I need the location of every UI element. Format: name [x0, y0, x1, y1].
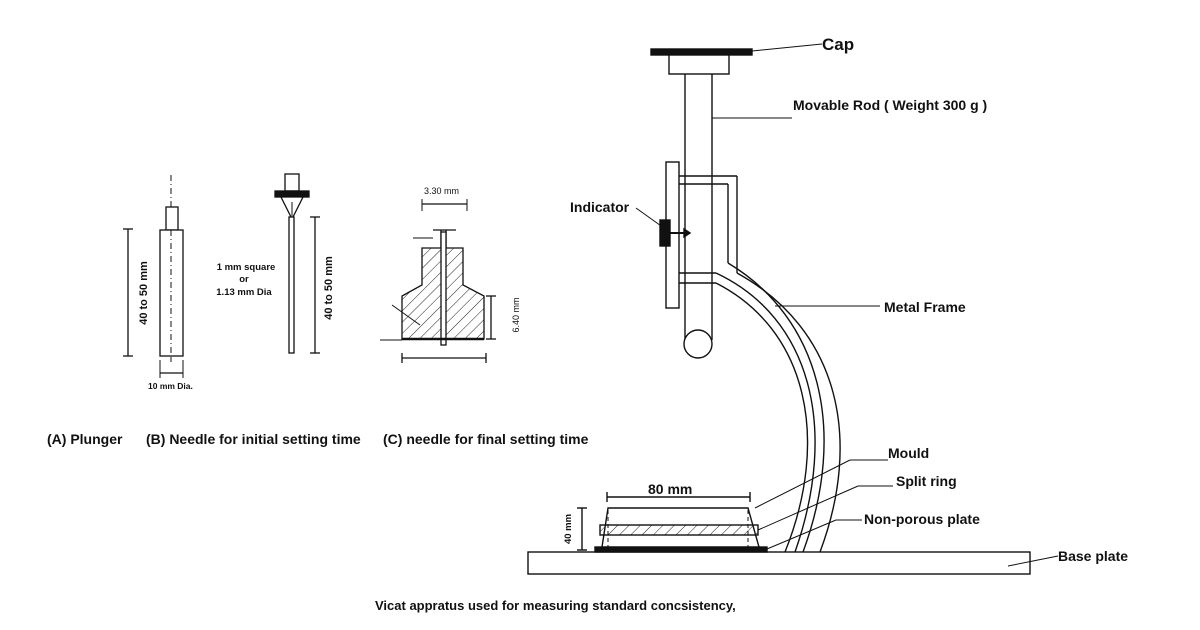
label-mould: Mould [888, 445, 929, 461]
label-metal-frame: Metal Frame [884, 299, 966, 315]
label-mould-height: 40 mm [563, 514, 574, 544]
label-movable-rod: Movable Rod ( Weight 300 g ) [793, 97, 987, 113]
label-mould-width: 80 mm [648, 481, 692, 497]
needle-final-drawing [380, 199, 496, 363]
needle-final-width-label: 3.30 mm [424, 186, 459, 196]
label-indicator: Indicator [570, 199, 630, 215]
needle-initial-size-line2: or [239, 274, 249, 285]
needle-initial-drawing [274, 173, 320, 354]
caption-needle-initial: (B) Needle for initial setting time [146, 431, 361, 447]
plunger-height-label: 40 to 50 mm [138, 261, 150, 325]
needle-final-height-label: 6.40 mm [511, 297, 521, 332]
figure-caption: Vicat appratus used for measuring standa… [375, 598, 736, 613]
caption-plunger: (A) Plunger [47, 431, 123, 447]
needle-initial-height-label: 40 to 50 mm [323, 256, 335, 320]
vicat-apparatus [527, 43, 1059, 575]
label-cap: Cap [822, 35, 854, 54]
needle-initial-size-line3: 1.13 mm Dia [216, 287, 272, 298]
caption-needle-final: (C) needle for final setting time [383, 431, 589, 447]
label-base-plate: Base plate [1058, 548, 1128, 564]
label-split-ring: Split ring [896, 473, 957, 489]
label-non-porous-plate: Non-porous plate [864, 511, 980, 527]
needle-initial-size-line1: 1 mm square [217, 262, 276, 273]
plunger-dia-label: 10 mm Dia. [148, 381, 193, 391]
plunger-drawing [123, 175, 184, 378]
